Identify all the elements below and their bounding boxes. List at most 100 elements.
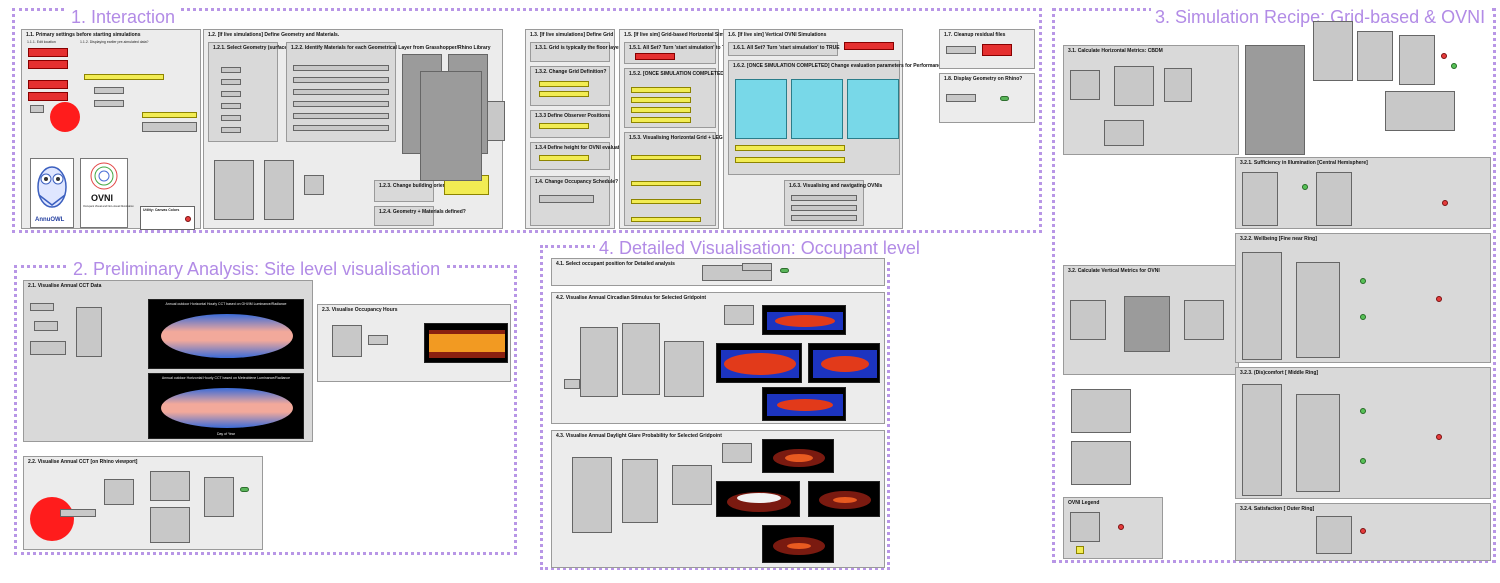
data-input-node[interactable] xyxy=(1070,70,1100,100)
param-slider[interactable] xyxy=(735,145,845,151)
preview-node[interactable] xyxy=(204,477,234,517)
cct-component[interactable] xyxy=(76,307,102,357)
geometry-node[interactable] xyxy=(221,67,241,73)
preview-dot-icon[interactable] xyxy=(1441,53,1447,59)
weather-node[interactable] xyxy=(30,105,44,113)
cleanup-toggle[interactable] xyxy=(946,46,976,54)
metrics-list[interactable] xyxy=(1399,35,1435,85)
sufficiency-inputs[interactable] xyxy=(1242,172,1278,226)
material-dropdown[interactable] xyxy=(293,125,389,131)
boolean-toggle-icon[interactable] xyxy=(780,268,789,273)
preview-dot-icon[interactable] xyxy=(1436,296,1442,302)
circadian-input[interactable] xyxy=(564,379,580,389)
cbdm-slider[interactable] xyxy=(631,97,691,103)
material-dropdown[interactable] xyxy=(293,101,389,107)
cbdm-component[interactable] xyxy=(1104,120,1144,146)
discomfort-outputs[interactable] xyxy=(1296,394,1340,492)
vertical-output[interactable] xyxy=(1184,300,1224,340)
schedule-node[interactable] xyxy=(539,195,594,203)
navigate-node[interactable] xyxy=(791,205,857,211)
cbdm-slider[interactable] xyxy=(631,87,691,93)
sufficiency-outputs[interactable] xyxy=(1316,172,1352,226)
geometry-node[interactable] xyxy=(221,91,241,97)
reflectance-list[interactable] xyxy=(214,160,254,220)
legend-node[interactable] xyxy=(1070,512,1100,542)
geometry-node[interactable] xyxy=(221,79,241,85)
data-node[interactable] xyxy=(142,122,197,132)
preview-dot-icon[interactable] xyxy=(1118,524,1124,530)
reflectance-list[interactable] xyxy=(264,160,294,220)
metrics-list[interactable] xyxy=(1313,21,1353,81)
start-simulation-toggle[interactable] xyxy=(635,53,675,60)
side-node[interactable] xyxy=(1071,389,1131,433)
ovni-params-column[interactable] xyxy=(791,79,843,139)
occupancy-input[interactable] xyxy=(332,325,362,357)
navigate-node[interactable] xyxy=(791,195,857,201)
cct-input[interactable] xyxy=(30,341,66,355)
merge-node[interactable] xyxy=(304,175,324,195)
preview-dot-icon[interactable] xyxy=(1451,63,1457,69)
material-dropdown[interactable] xyxy=(293,65,389,71)
circadian-input[interactable] xyxy=(580,327,618,397)
wellbeing-inputs[interactable] xyxy=(1242,252,1282,360)
ovni-params-column[interactable] xyxy=(735,79,787,139)
viewport-node[interactable] xyxy=(60,509,96,517)
height-slider[interactable] xyxy=(539,155,589,161)
circadian-output[interactable] xyxy=(664,341,704,397)
param-slider[interactable] xyxy=(735,157,845,163)
observer-slider[interactable] xyxy=(539,123,589,129)
geometry-node[interactable] xyxy=(221,115,241,121)
cct-rhino-input[interactable] xyxy=(104,479,134,505)
navigate-node[interactable] xyxy=(791,215,857,221)
toggle-node[interactable] xyxy=(94,100,124,107)
preview-dot-icon[interactable] xyxy=(1302,184,1308,190)
cct-rhino-component[interactable] xyxy=(150,471,190,501)
preview-dot-icon[interactable] xyxy=(1360,458,1366,464)
legend-slider[interactable] xyxy=(631,217,701,222)
geometry-node[interactable] xyxy=(221,127,241,133)
occupancy-node[interactable] xyxy=(368,335,388,345)
location-node[interactable] xyxy=(28,92,68,101)
location-node[interactable] xyxy=(28,80,68,89)
display-toggle[interactable] xyxy=(946,94,976,102)
wellbeing-outputs[interactable] xyxy=(1296,262,1340,358)
location-node[interactable] xyxy=(28,60,68,69)
cleanup-node[interactable] xyxy=(982,44,1012,56)
cluster-node[interactable] xyxy=(487,101,505,141)
preview-dot-icon[interactable] xyxy=(1360,314,1366,320)
output-node[interactable] xyxy=(1164,68,1192,102)
color-swatch-icon[interactable] xyxy=(185,216,191,222)
grid-slider[interactable] xyxy=(539,91,589,97)
circadian-input[interactable] xyxy=(622,323,660,395)
cct-input[interactable] xyxy=(30,303,54,311)
preview-dot-icon[interactable] xyxy=(1360,278,1366,284)
legend-slider[interactable] xyxy=(631,181,701,186)
preview-dot-icon[interactable] xyxy=(1360,408,1366,414)
glare-component[interactable] xyxy=(622,459,658,523)
vertical-cluster[interactable] xyxy=(1124,296,1170,352)
glare-input[interactable] xyxy=(572,457,612,533)
metrics-cluster[interactable] xyxy=(1245,45,1305,155)
ovni-params-column[interactable] xyxy=(847,79,899,139)
material-dropdown[interactable] xyxy=(293,113,389,119)
preview-dot-icon[interactable] xyxy=(1360,528,1366,534)
location-node[interactable] xyxy=(28,48,68,57)
boolean-toggle-icon[interactable] xyxy=(1000,96,1009,101)
cbdm-component[interactable] xyxy=(1114,66,1154,106)
cbdm-output[interactable] xyxy=(1385,91,1455,131)
cbdm-slider[interactable] xyxy=(631,107,691,113)
plot-inputs[interactable] xyxy=(722,443,752,463)
preview-dot-icon[interactable] xyxy=(1436,434,1442,440)
material-dropdown[interactable] xyxy=(293,89,389,95)
metrics-list[interactable] xyxy=(1357,31,1393,81)
start-ovni-toggle[interactable] xyxy=(844,42,894,50)
material-dropdown[interactable] xyxy=(293,77,389,83)
satisfaction-inputs[interactable] xyxy=(1316,516,1352,554)
grid-slider[interactable] xyxy=(539,81,589,87)
preview-dot-icon[interactable] xyxy=(1442,200,1448,206)
vertical-input-node[interactable] xyxy=(1070,300,1106,340)
discomfort-inputs[interactable] xyxy=(1242,384,1282,496)
cluster-outputs[interactable] xyxy=(420,71,482,181)
toggle-node[interactable] xyxy=(94,87,124,94)
cbdm-slider[interactable] xyxy=(631,117,691,123)
